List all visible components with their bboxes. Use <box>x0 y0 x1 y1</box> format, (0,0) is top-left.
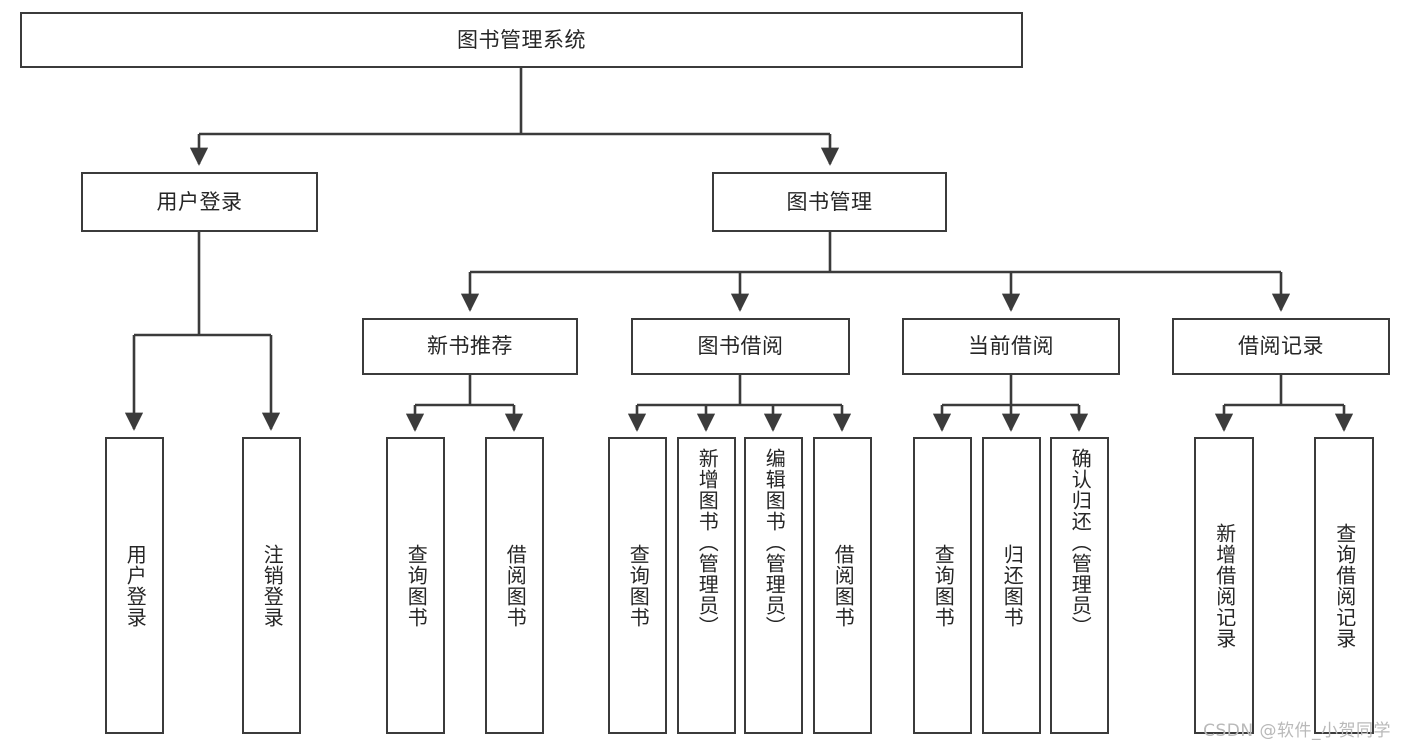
node-current-borrow[interactable]: 当前借阅 <box>902 318 1120 375</box>
leaf-logout-login[interactable]: 注销登录 <box>242 437 301 734</box>
leaf-edit-book-admin[interactable]: 编辑图书（管理员） <box>744 437 803 734</box>
leaf-query-book-new[interactable]: 查询图书 <box>386 437 445 734</box>
node-label: 查询图书 <box>626 543 651 628</box>
leaf-query-book-borrow[interactable]: 查询图书 <box>608 437 667 734</box>
leaf-add-borrow-record[interactable]: 新增借阅记录 <box>1194 437 1254 734</box>
watermark: CSDN @软件_小贺同学 <box>1203 721 1391 741</box>
node-label: 图书借阅 <box>697 334 784 359</box>
node-label: 借阅记录 <box>1238 334 1324 359</box>
node-label: 归还图书 <box>1000 543 1025 628</box>
node-label: 用户登录 <box>123 543 148 628</box>
node-label: 编辑图书（管理员） <box>762 448 787 637</box>
node-label: 查询图书 <box>931 543 956 628</box>
node-label: 新增借阅记录 <box>1212 522 1237 649</box>
leaf-user-login[interactable]: 用户登录 <box>105 437 164 734</box>
leaf-add-book-admin[interactable]: 新增图书（管理员） <box>677 437 736 734</box>
node-book-management[interactable]: 图书管理 <box>712 172 947 232</box>
node-root-book-management-system[interactable]: 图书管理系统 <box>20 12 1023 68</box>
node-label: 确认归还（管理员） <box>1068 448 1093 637</box>
leaf-query-borrow-record[interactable]: 查询借阅记录 <box>1314 437 1374 734</box>
node-label: 注销登录 <box>260 543 285 628</box>
node-new-book-recommend[interactable]: 新书推荐 <box>362 318 578 375</box>
leaf-return-book[interactable]: 归还图书 <box>982 437 1041 734</box>
node-book-borrow[interactable]: 图书借阅 <box>631 318 850 375</box>
node-label: 图书管理系统 <box>457 27 586 52</box>
node-user-login[interactable]: 用户登录 <box>81 172 318 232</box>
node-label: 查询图书 <box>404 543 429 628</box>
leaf-query-book-current[interactable]: 查询图书 <box>913 437 972 734</box>
leaf-borrow-book-new[interactable]: 借阅图书 <box>485 437 544 734</box>
node-label: 当前借阅 <box>968 334 1054 359</box>
node-label: 查询借阅记录 <box>1332 522 1357 649</box>
node-borrow-record[interactable]: 借阅记录 <box>1172 318 1390 375</box>
node-label: 借阅图书 <box>831 543 856 628</box>
node-label: 用户登录 <box>156 189 243 214</box>
leaf-confirm-return-admin[interactable]: 确认归还（管理员） <box>1050 437 1109 734</box>
node-label: 新书推荐 <box>427 334 513 359</box>
node-label: 图书管理 <box>786 189 873 214</box>
node-label: 新增图书（管理员） <box>695 448 720 637</box>
node-label: 借阅图书 <box>503 543 528 628</box>
leaf-borrow-book[interactable]: 借阅图书 <box>813 437 872 734</box>
